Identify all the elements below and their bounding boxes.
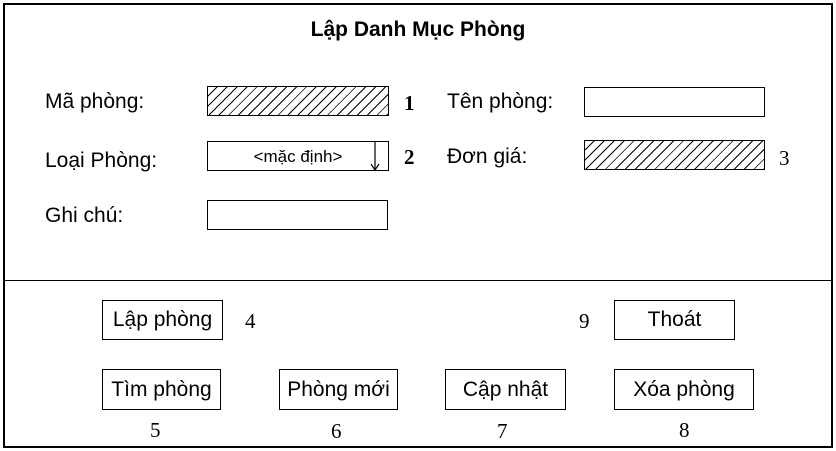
ten-phong-field[interactable]: [584, 87, 765, 117]
xoa-phong-button[interactable]: Xóa phòng: [614, 369, 754, 410]
ten-phong-label: Tên phòng:: [447, 90, 554, 113]
cap-nhat-number: 7: [497, 419, 508, 443]
form-frame: [3, 3, 833, 448]
cap-nhat-button[interactable]: Cập nhật: [445, 369, 566, 410]
tim-phong-number: 5: [150, 418, 161, 442]
xoa-phong-number: 8: [679, 418, 690, 442]
lap-phong-button[interactable]: Lập phòng: [102, 300, 223, 340]
thoat-number: 9: [579, 309, 590, 333]
lap-phong-number: 4: [245, 309, 256, 333]
loai-phong-dropdown[interactable]: <mặc định>: [207, 141, 389, 172]
dropdown-arrow-icon[interactable]: [369, 142, 381, 172]
phong-moi-number: 6: [331, 419, 342, 443]
form-title: Lập Danh Mục Phòng: [310, 18, 526, 41]
section-divider: [5, 280, 831, 281]
don-gia-number: 3: [779, 146, 790, 170]
loai-phong-number: 2: [404, 145, 415, 169]
ghi-chu-label: Ghi chú:: [45, 204, 124, 227]
ma-phong-label: Mã phòng:: [45, 90, 145, 113]
don-gia-label: Đơn giá:: [447, 145, 528, 168]
ghi-chu-field[interactable]: [207, 200, 388, 230]
ma-phong-number: 1: [404, 91, 415, 115]
thoat-button[interactable]: Thoát: [614, 300, 735, 340]
ma-phong-field: [207, 86, 389, 116]
phong-moi-button[interactable]: Phòng mới: [279, 369, 398, 410]
loai-phong-selected-value: <mặc định>: [253, 147, 343, 166]
loai-phong-label: Loại Phòng:: [45, 149, 158, 172]
tim-phong-button[interactable]: Tìm phòng: [102, 369, 221, 410]
don-gia-field: [584, 140, 765, 170]
